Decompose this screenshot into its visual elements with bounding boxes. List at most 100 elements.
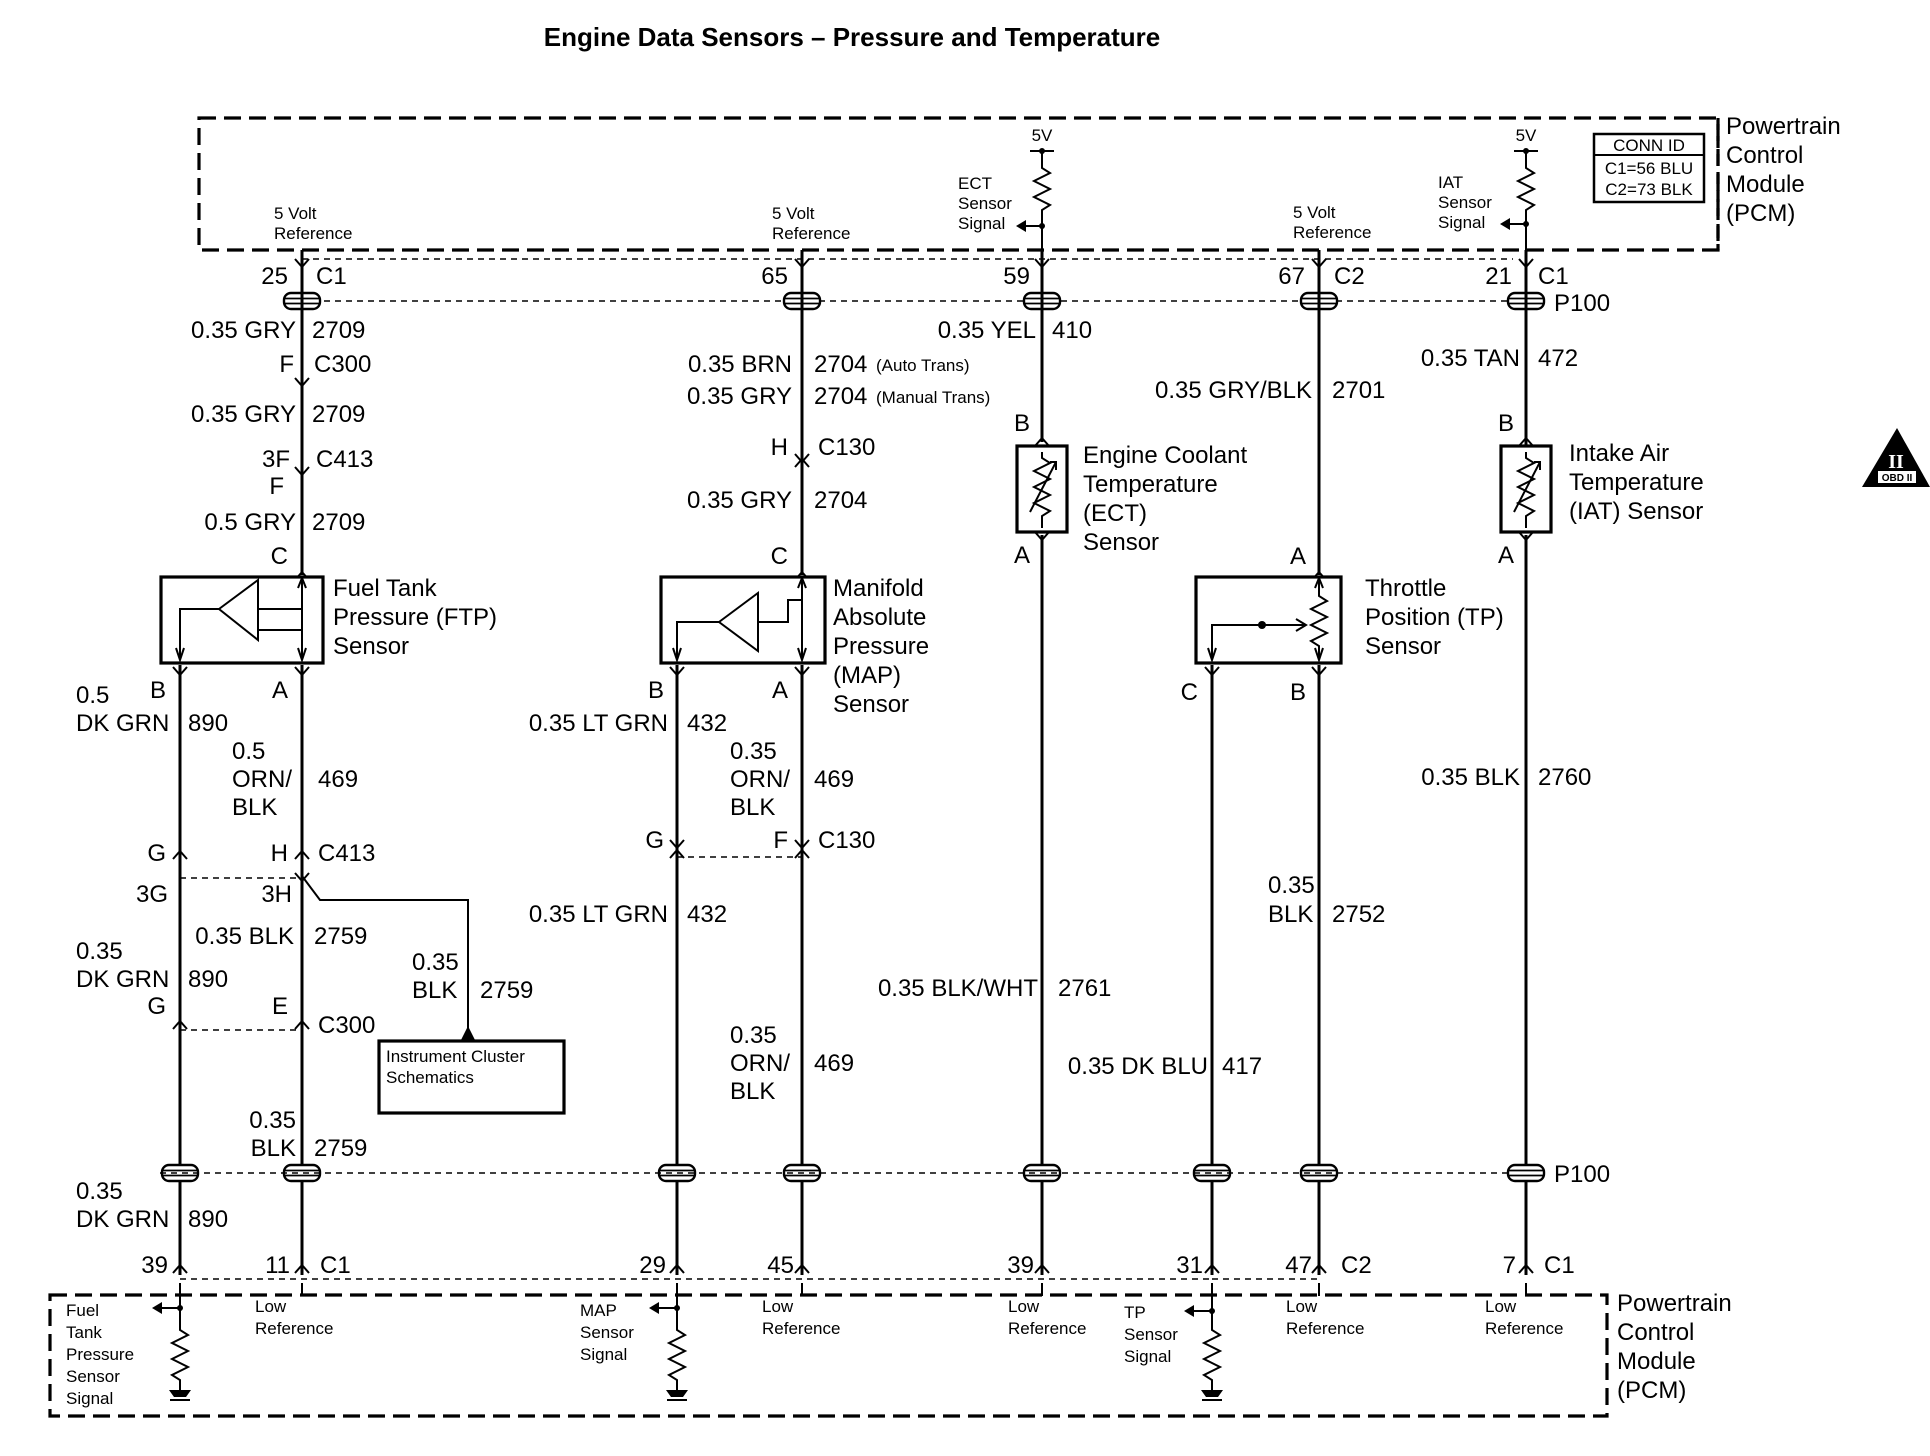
svg-text:C130: C130 (818, 434, 875, 461)
svg-text:Temperature: Temperature (1569, 469, 1704, 496)
svg-text:7: 7 (1503, 1252, 1516, 1279)
svg-text:39: 39 (1007, 1252, 1034, 1279)
svg-text:C413: C413 (316, 446, 373, 473)
svg-text:0.35 BRN: 0.35 BRN (688, 351, 792, 378)
svg-text:B: B (1014, 410, 1030, 437)
svg-text:5V: 5V (1516, 126, 1537, 145)
svg-text:Module: Module (1726, 171, 1805, 198)
pcm-bottom-module: Powertrain Control Module (PCM) (48, 1290, 1732, 1418)
svg-text:DK GRN: DK GRN (76, 710, 169, 737)
svg-text:Control: Control (1726, 142, 1803, 169)
svg-text:(PCM): (PCM) (1726, 200, 1795, 227)
svg-text:BLK: BLK (1268, 901, 1313, 928)
svg-text:Sensor: Sensor (66, 1367, 120, 1386)
svg-text:Manifold: Manifold (833, 575, 924, 602)
svg-text:3F: 3F (262, 446, 290, 473)
svg-text:BLK: BLK (730, 1078, 775, 1105)
svg-text:Reference: Reference (762, 1319, 840, 1338)
svg-text:F: F (269, 473, 284, 500)
svg-text:P100: P100 (1554, 290, 1610, 317)
svg-text:P100: P100 (1554, 1161, 1610, 1188)
svg-text:Reference: Reference (1485, 1319, 1563, 1338)
svg-text:Sensor: Sensor (1124, 1325, 1178, 1344)
svg-text:417: 417 (1222, 1053, 1262, 1080)
svg-text:C1: C1 (1544, 1252, 1575, 1279)
svg-text:0.35 GRY: 0.35 GRY (191, 317, 296, 344)
ftp-sensor: Fuel Tank Pressure (FTP) Sensor (159, 575, 497, 665)
svg-text:2704: 2704 (814, 383, 867, 410)
svg-text:0.35 DK BLU: 0.35 DK BLU (1068, 1053, 1208, 1080)
svg-text:3H: 3H (261, 881, 292, 908)
svg-text:2704: 2704 (814, 351, 867, 378)
ect-sensor (1015, 444, 1069, 534)
svg-text:2704: 2704 (814, 487, 867, 514)
svg-text:21: 21 (1485, 263, 1512, 290)
svg-text:Sensor: Sensor (1365, 633, 1441, 660)
svg-text:0.35 GRY/BLK: 0.35 GRY/BLK (1155, 377, 1312, 404)
svg-text:(ECT): (ECT) (1083, 500, 1147, 527)
svg-text:B: B (1498, 410, 1514, 437)
svg-text:Fuel: Fuel (66, 1301, 99, 1320)
svg-text:G: G (147, 840, 166, 867)
map-pulldown-resistor (649, 1283, 688, 1401)
svg-text:39: 39 (141, 1252, 168, 1279)
top-pin-labels: 25 C1 65 59 67 C2 21 C1 P100 (261, 263, 1610, 317)
svg-text:C2=73 BLK: C2=73 BLK (1605, 180, 1693, 199)
svg-text:25: 25 (261, 263, 288, 290)
svg-text:DK GRN: DK GRN (76, 966, 169, 993)
svg-text:2761: 2761 (1058, 975, 1111, 1002)
ect-wiring (1022, 250, 1062, 1275)
svg-text:5 Volt: 5 Volt (1293, 203, 1336, 222)
pcm-top-labels: 5 Volt Reference 5 Volt Reference 5 Volt… (274, 126, 1537, 243)
svg-text:C1: C1 (320, 1252, 351, 1279)
svg-text:0.35: 0.35 (76, 938, 123, 965)
svg-text:C1: C1 (316, 263, 347, 290)
svg-text:E: E (272, 993, 288, 1020)
svg-text:Sensor: Sensor (1438, 193, 1492, 212)
svg-text:C2: C2 (1341, 1252, 1372, 1279)
pcm-bottom-label: Powertrain (1617, 1290, 1732, 1317)
svg-text:47: 47 (1285, 1252, 1312, 1279)
svg-text:C300: C300 (314, 351, 371, 378)
svg-text:Sensor: Sensor (333, 633, 409, 660)
svg-text:Signal: Signal (66, 1389, 113, 1408)
svg-text:Low: Low (1008, 1297, 1040, 1316)
svg-text:Module: Module (1617, 1348, 1696, 1375)
tp-pulldown-resistor (1184, 1283, 1223, 1401)
ect-wire-labels: 0.35 YEL 410 B A Engine Coolant Temperat… (878, 317, 1248, 1002)
svg-text:DK GRN: DK GRN (76, 1206, 169, 1233)
conn-id-box: CONN ID C1=56 BLU C2=73 BLK (1592, 132, 1706, 204)
svg-text:ORN/: ORN/ (730, 1050, 790, 1077)
pcm-bottom-labels: Fuel Tank Pressure Sensor Signal Low Ref… (66, 1297, 1563, 1408)
svg-text:410: 410 (1052, 317, 1092, 344)
svg-text:ORN/: ORN/ (232, 766, 292, 793)
svg-text:Fuel Tank: Fuel Tank (333, 575, 438, 602)
svg-text:BLK: BLK (412, 977, 457, 1004)
svg-text:Instrument Cluster: Instrument Cluster (386, 1047, 525, 1066)
svg-text:Low: Low (1286, 1297, 1318, 1316)
svg-text:0.35 YEL: 0.35 YEL (938, 317, 1036, 344)
svg-text:2709: 2709 (312, 317, 365, 344)
svg-text:C1: C1 (1538, 263, 1569, 290)
svg-text:Signal: Signal (1438, 213, 1485, 232)
svg-text:Reference: Reference (1293, 223, 1371, 242)
svg-text:Signal: Signal (958, 214, 1005, 233)
iat-pullup-resistor (1500, 148, 1538, 262)
map-sensor: Manifold Absolute Pressure (MAP) Sensor (659, 575, 929, 718)
svg-text:469: 469 (814, 1050, 854, 1077)
ftp-pulldown-resistor (152, 1283, 191, 1401)
svg-text:OBD II: OBD II (1882, 473, 1913, 484)
svg-text:A: A (772, 677, 788, 704)
svg-text:2709: 2709 (312, 509, 365, 536)
svg-text:890: 890 (188, 1206, 228, 1233)
svg-text:F: F (279, 351, 294, 378)
svg-text:A: A (1498, 542, 1514, 569)
svg-text:2701: 2701 (1332, 377, 1385, 404)
svg-text:0.5: 0.5 (232, 738, 265, 765)
svg-text:C130: C130 (818, 827, 875, 854)
svg-text:II: II (1888, 451, 1904, 473)
svg-text:0.35 LT GRN: 0.35 LT GRN (529, 710, 668, 737)
svg-text:G: G (147, 993, 166, 1020)
bottom-pin-labels: 39 11 C1 29 45 39 31 47 C2 7 C1 (141, 1252, 1574, 1279)
svg-text:890: 890 (188, 966, 228, 993)
